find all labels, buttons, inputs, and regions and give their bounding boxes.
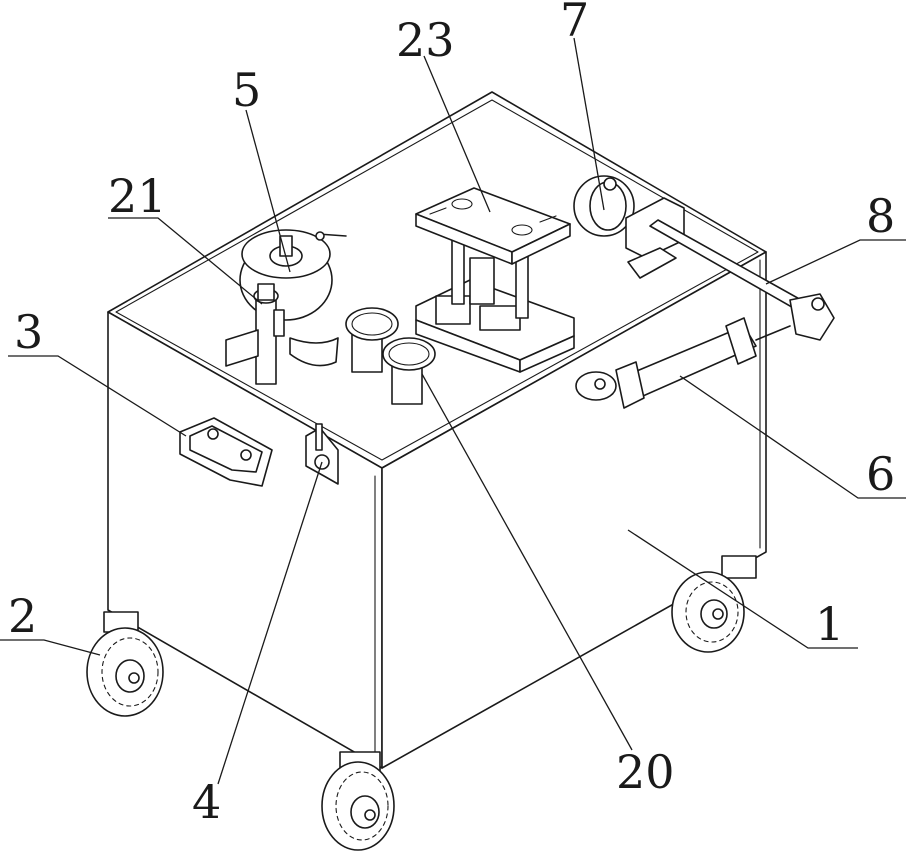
callout-label-20: 20 [616,745,675,799]
callout-label-3: 3 [14,305,43,359]
callout-label-21: 21 [108,169,167,223]
callout-label-5: 5 [232,63,261,117]
callout-label-4: 4 [192,775,221,829]
callout-label-7: 7 [560,0,589,47]
callout-label-23: 23 [396,13,455,67]
callout-label-8: 8 [866,189,895,243]
callout-label-2: 2 [8,589,37,643]
callout-label-6: 6 [866,447,895,501]
callout-label-1: 1 [815,597,844,651]
